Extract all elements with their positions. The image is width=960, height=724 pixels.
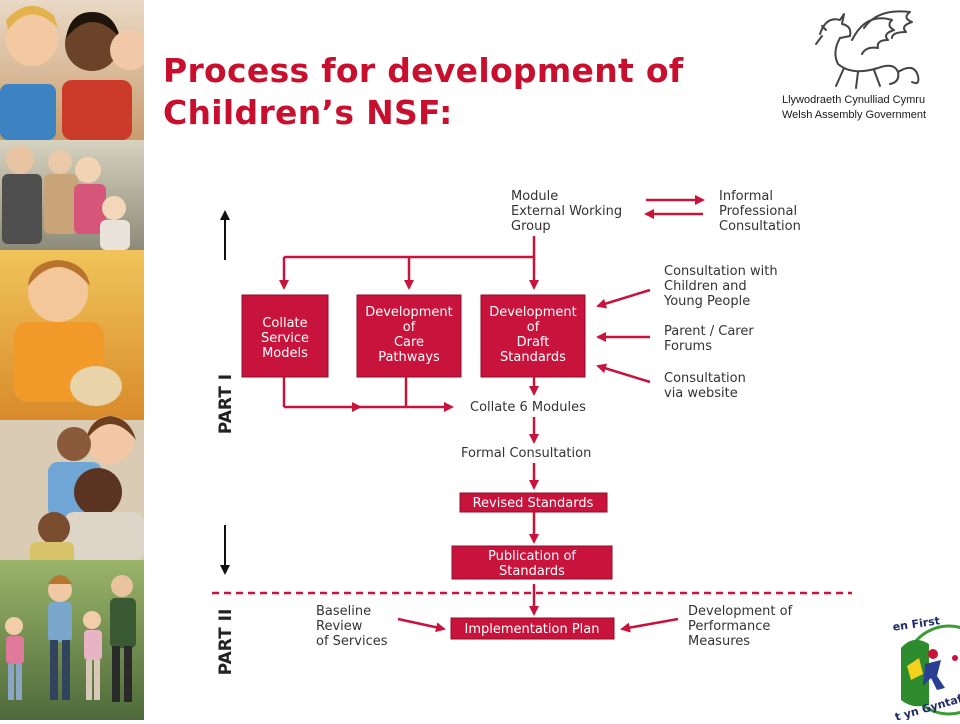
informal-consultation-text: Informal Professional Consultation [719, 189, 801, 234]
svg-text:of: of [527, 320, 540, 335]
svg-text:Performance: Performance [688, 619, 770, 634]
svg-text:Review: Review [316, 619, 363, 634]
svg-text:Pathways: Pathways [378, 350, 440, 365]
arrow-baseline-review [397, 617, 446, 633]
care-pathways-box: Development of Care Pathways [356, 294, 462, 378]
svg-text:Consultation: Consultation [664, 371, 746, 386]
revised-standards-box: Revised Standards [459, 492, 608, 513]
svg-text:Care: Care [394, 335, 424, 350]
merge-connector [282, 377, 539, 412]
svg-text:of: of [403, 320, 416, 335]
svg-text:Implementation Plan: Implementation Plan [464, 622, 599, 637]
svg-text:Development of: Development of [688, 604, 793, 619]
branch-connector [279, 236, 539, 290]
svg-text:Draft: Draft [517, 335, 550, 350]
svg-text:Publication of: Publication of [488, 549, 576, 564]
svg-text:Development: Development [365, 305, 453, 320]
part-1-label: PART I [216, 374, 236, 434]
children-first-badge: en First t yn Gyntaf [892, 614, 960, 724]
svg-text:via website: via website [664, 386, 738, 401]
website-consultation-text: Consultation via website [664, 371, 746, 401]
arrow-children-consultation [596, 288, 651, 309]
children-photo-strip [0, 0, 144, 720]
svg-text:Collate: Collate [262, 316, 307, 331]
module-working-group-text: Module External Working Group [511, 189, 622, 234]
svg-text:Forums: Forums [664, 339, 712, 354]
svg-text:Young People: Young People [663, 294, 750, 309]
welsh-dragon-icon [815, 10, 920, 89]
svg-text:Informal: Informal [719, 189, 773, 204]
process-diagram: PART I PART II Module External Working G… [212, 189, 852, 676]
svg-text:Standards: Standards [500, 350, 566, 365]
page-title: Process for development of Children’s NS… [163, 50, 684, 134]
svg-text:Consultation: Consultation [719, 219, 801, 234]
svg-text:Consultation with: Consultation with [664, 264, 778, 279]
part-2-label: PART II [216, 609, 236, 676]
logo-welsh-name: Llywodraeth Cynulliad Cymru [782, 94, 926, 106]
publication-box: Publication of Standards [451, 545, 613, 580]
parent-forums-text: Parent / Carer Forums [664, 324, 754, 354]
svg-text:Models: Models [262, 346, 308, 361]
svg-text:Service: Service [261, 331, 309, 346]
collate-service-models-box: Collate Service Models [241, 294, 329, 378]
svg-text:Parent / Carer: Parent / Carer [664, 324, 754, 339]
title-line-1: Process for development of [163, 51, 684, 90]
svg-text:Revised Standards: Revised Standards [473, 496, 594, 511]
svg-text:Children and: Children and [664, 279, 747, 294]
collate-modules-step: Collate 6 Modules [470, 400, 586, 415]
svg-text:Measures: Measures [688, 634, 750, 649]
implementation-plan-box: Implementation Plan [450, 617, 615, 640]
svg-text:External Working: External Working [511, 204, 622, 219]
svg-text:Standards: Standards [499, 564, 565, 579]
arrow-website-consultation [596, 363, 651, 384]
children-consultation-text: Consultation with Children and Young Peo… [663, 264, 778, 309]
formal-consultation-step: Formal Consultation [461, 446, 591, 461]
svg-text:Module: Module [511, 189, 558, 204]
svg-text:of Services: of Services [316, 634, 388, 649]
badge-top-text: en First [893, 614, 941, 634]
welsh-assembly-logo: Llywodraeth Cynulliad Cymru Welsh Assemb… [782, 6, 932, 126]
svg-text:Group: Group [511, 219, 551, 234]
arrow-performance-measures [620, 617, 679, 633]
baseline-review-text: Baseline Review of Services [316, 604, 388, 649]
title-line-2: Children’s NSF: [163, 93, 453, 132]
logo-english-name: Welsh Assembly Government [782, 109, 927, 121]
svg-text:Baseline: Baseline [316, 604, 371, 619]
performance-measures-text: Development of Performance Measures [688, 604, 793, 649]
svg-text:Development: Development [489, 305, 577, 320]
svg-text:Professional: Professional [719, 204, 797, 219]
draft-standards-box: Development of Draft Standards [480, 294, 586, 378]
